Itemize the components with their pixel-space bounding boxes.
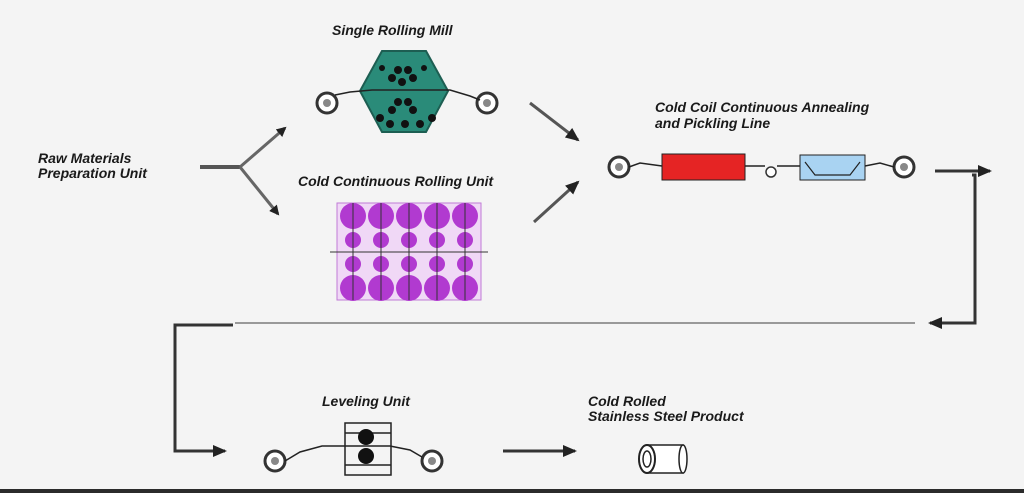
stainless-steel-coil-icon: [638, 444, 688, 474]
single-rolling-mill-label: Single Rolling Mill: [332, 22, 453, 38]
product-label-line1: Cold Rolled: [588, 393, 666, 409]
raw-materials-label-line1: Raw Materials: [38, 150, 132, 166]
annealing-label-line1: Cold Coil Continuous Annealing: [655, 99, 870, 115]
single-rolling-mill-icon: [315, 50, 499, 133]
leveling-unit-label: Leveling Unit: [322, 393, 410, 409]
annealing-label-line2: and Pickling Line: [655, 115, 771, 131]
arrow-rolling-to-annealing: [532, 180, 580, 224]
annealing-pickling-line-icon: [607, 153, 916, 181]
bottom-border: [0, 489, 1024, 493]
product-label-line2: Stainless Steel Product: [588, 408, 744, 424]
splitter-arrows: [200, 126, 287, 216]
leveling-unit-icon: [263, 422, 444, 476]
cold-continuous-rolling-unit-icon: [330, 202, 488, 301]
raw-materials-label-line2: Preparation Unit: [38, 165, 147, 181]
return-flow-line: [173, 165, 992, 457]
cold-continuous-rolling-unit-label: Cold Continuous Rolling Unit: [298, 173, 494, 189]
arrow-mill-to-annealing: [529, 101, 580, 142]
